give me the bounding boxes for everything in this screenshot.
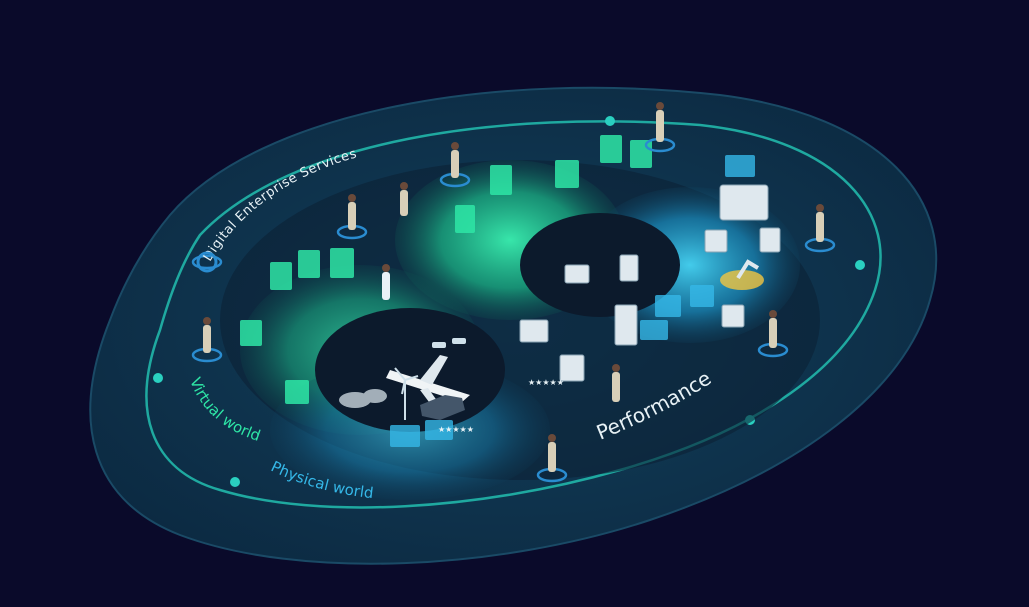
dark-hub-left xyxy=(315,308,505,432)
machine-icon xyxy=(519,184,781,382)
rating-stars-icon: ★★★★★ ★★★★★ xyxy=(438,378,564,434)
screen-panel-icon xyxy=(240,135,652,404)
svg-text:★★★★★: ★★★★★ xyxy=(528,378,564,387)
dark-hub-right xyxy=(520,213,680,317)
svg-text:★★★★★: ★★★★★ xyxy=(438,425,474,434)
screen-panel-icon xyxy=(390,155,755,447)
wind-turbine-icon xyxy=(394,367,419,420)
person-figure-icon xyxy=(191,102,836,483)
ring-marker-icon xyxy=(196,251,218,273)
cloud-icon xyxy=(339,389,387,408)
car-icon xyxy=(420,395,465,420)
drone-icon xyxy=(432,338,466,348)
robot-arm-icon xyxy=(720,259,764,290)
